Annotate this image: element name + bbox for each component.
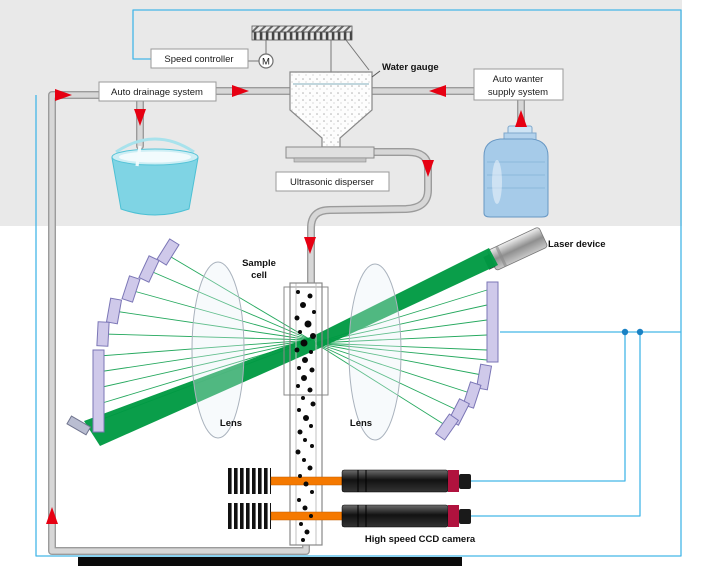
flow-arrow-right-1 (55, 89, 72, 101)
motor-icon (258, 53, 274, 69)
water-gauge-label: Water gauge (382, 62, 439, 73)
ultrasonic-box (275, 171, 390, 192)
stirrer-support (345, 39, 370, 71)
detector-strip-left (92, 349, 105, 433)
motor-label: M (262, 57, 270, 68)
ccd-camera-2 (227, 503, 471, 529)
signal-wires (35, 9, 682, 557)
wire-junction-dot-2 (636, 328, 644, 336)
camera2-wire (470, 332, 641, 517)
ultrasonic-plate-base (293, 157, 367, 163)
bottle-ribs (487, 161, 545, 189)
drain-bucket (111, 137, 199, 216)
water-bottle (483, 125, 549, 218)
camera-ring (448, 505, 459, 527)
detector-strip-right (486, 281, 499, 363)
main-wire-loop (35, 9, 682, 557)
flow-arrow-down-2 (422, 160, 434, 177)
auto-supply-label-1: Auto wanter (493, 74, 544, 85)
flow-arrow-down-1 (134, 109, 146, 126)
laser-beam-outgoing (84, 336, 318, 446)
flow-arrow-up-1 (515, 110, 527, 127)
bucket-body (111, 157, 199, 216)
ccd-camera-1 (227, 468, 471, 494)
sample-cell-frame (283, 286, 329, 396)
wire-junction-dot-1 (621, 328, 629, 336)
bottle-body (483, 138, 549, 218)
water-stream (135, 145, 142, 167)
sample-particles (294, 290, 316, 542)
bucket-water (119, 151, 191, 163)
mixing-vessel-assembly (251, 25, 381, 163)
fold-mirror (66, 415, 92, 436)
flow-arrow-up-2 (46, 507, 58, 524)
camera-cap (459, 474, 471, 489)
flow-arrow-right-2 (232, 85, 249, 97)
camera1-wire (470, 332, 626, 482)
sample-cell-label-2: cell (251, 270, 267, 281)
speed-controller-box (150, 48, 249, 69)
lens-left (191, 261, 245, 439)
flow-arrow-left-1 (429, 85, 446, 97)
detector-array-left (92, 238, 180, 433)
water-gauge-pointer (371, 70, 381, 78)
camera-ring (448, 470, 459, 492)
stirrer-rail-icon (251, 25, 353, 33)
lens-right-label: Lens (350, 418, 372, 429)
auto-supply-label-2: supply system (488, 87, 548, 98)
flow-arrow-down-3 (304, 237, 316, 254)
flow-arrows (46, 85, 527, 524)
speed-controller-label: Speed controller (164, 54, 233, 65)
heatsink-icon (227, 468, 271, 494)
auto-supply-box (473, 68, 564, 101)
ultrasonic-label: Ultrasonic disperser (290, 177, 374, 188)
vessel-particles-texture (290, 72, 372, 147)
ccd-camera-label: High speed CCD camera (365, 534, 476, 545)
sample-cell-tube (289, 282, 323, 546)
bucket-handle (115, 137, 195, 154)
detector-array-right (434, 281, 499, 441)
ultrasonic-plate (285, 146, 375, 159)
auto-drainage-box (98, 81, 217, 102)
camera-beam-2 (270, 511, 343, 521)
lens-left-label: Lens (220, 418, 242, 429)
sample-cell-label-1: Sample (242, 258, 276, 269)
laser-beam-incoming (313, 248, 498, 349)
auto-drainage-label: Auto drainage system (111, 87, 203, 98)
laser-device-label: Laser device (548, 239, 606, 250)
stirrer-rack-icon (251, 31, 353, 41)
heatsink-icon (227, 503, 271, 529)
optical-rail (78, 557, 462, 566)
lens-right (348, 263, 402, 441)
bottle-highlight (492, 160, 502, 204)
camera-cap (459, 509, 471, 524)
